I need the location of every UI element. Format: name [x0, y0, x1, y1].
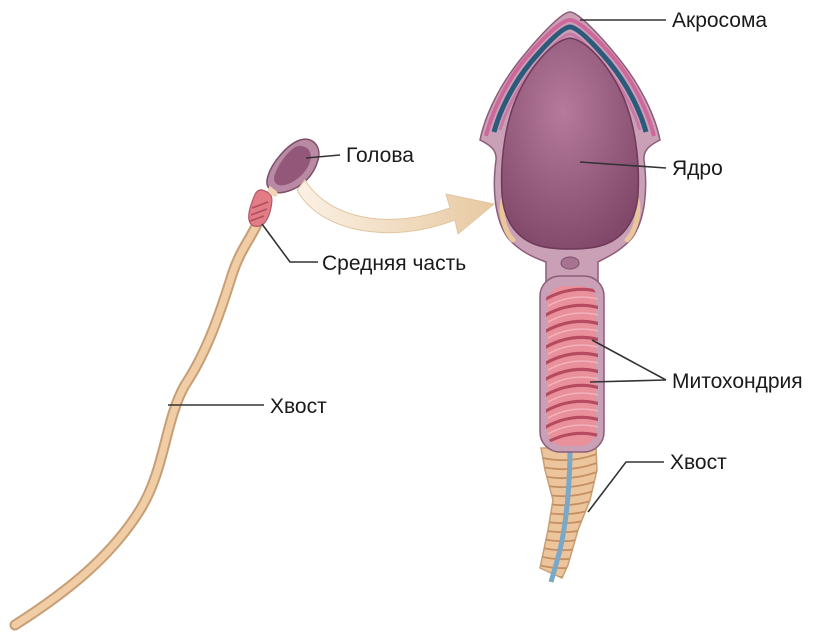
label-tail-right: Хвост: [670, 451, 727, 474]
whole-tail: [15, 222, 258, 625]
label-midpiece: Средняя часть: [322, 252, 466, 275]
label-head: Голова: [346, 144, 414, 167]
leader-tail-right: [588, 462, 664, 512]
label-tail-left: Хвост: [270, 395, 327, 418]
detail-sperm: [480, 12, 660, 582]
mitochondria-helix: [544, 286, 600, 446]
magnify-arrow: [297, 180, 494, 234]
whole-sperm: [15, 139, 319, 625]
label-acrosome: Акросома: [672, 9, 767, 32]
leader-midpiece: [262, 224, 318, 262]
label-mitochondria: Митохондрия: [672, 370, 803, 393]
label-nucleus: Ядро: [672, 157, 723, 180]
centriole: [561, 257, 579, 269]
